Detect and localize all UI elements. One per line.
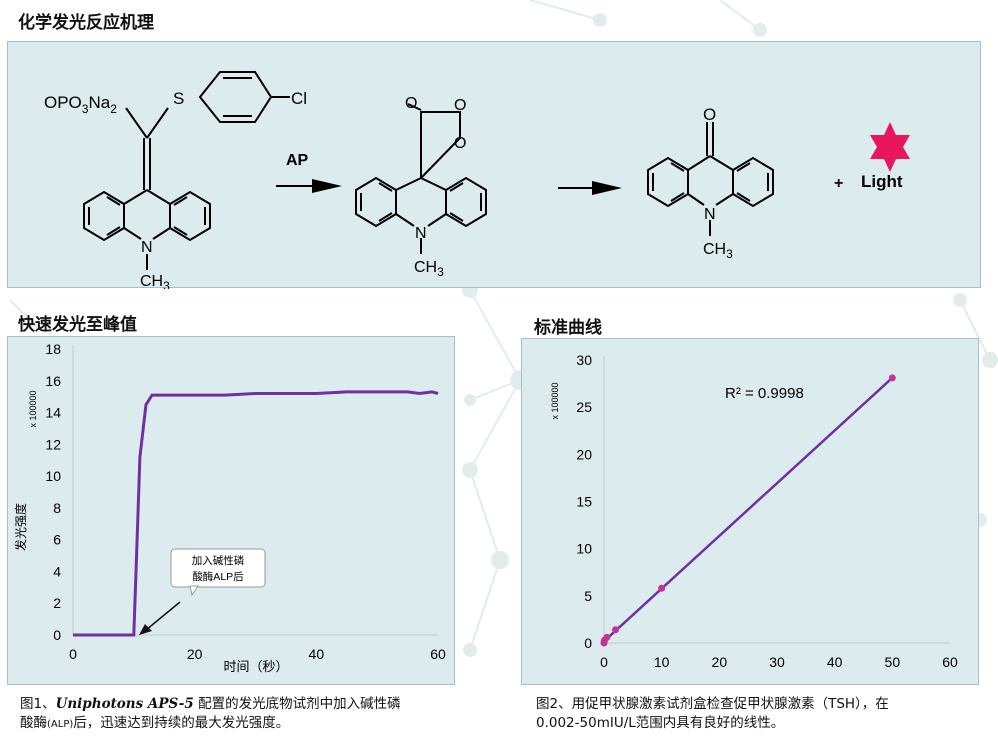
caption1-prefix: 图1、 (20, 696, 56, 712)
x-tick-label: 50 (885, 654, 901, 670)
dioxetane-o1: O (405, 95, 417, 112)
kinetics-chart: 0 2 4 6 8 10 12 14 16 18 0 20 40 60 x 100000 发光强度 时间（… (13, 341, 446, 674)
caption1-mid: 配置的发光底物试剂中加入碱性磷 (193, 696, 401, 712)
standard-panel: 0 5 10 15 20 25 30 0 10 20 30 40 50 60 x 100000 R² = … (521, 338, 979, 685)
caption1-line2a: 酸酶 (20, 715, 47, 731)
data-point (612, 626, 620, 634)
y-tick-label: 14 (45, 405, 61, 421)
y-tick-label: 25 (576, 399, 592, 415)
mechanism-diagram: OPO3Na2 S Cl N CH3 AP O O O N CH3 (44, 71, 910, 293)
acridone-structure (647, 122, 774, 236)
x-tick-label: 10 (654, 654, 670, 670)
y-tick-label: 0 (53, 627, 61, 643)
x-tick-label: 60 (430, 646, 446, 662)
y-tick-label: 8 (53, 500, 61, 516)
data-point (888, 374, 896, 382)
caption2-line2: 0.002-50mIU/L范围内具有良好的线性。 (536, 715, 785, 731)
y-tick-label: 15 (576, 494, 592, 510)
y-tick-label: 20 (576, 446, 592, 462)
dioxetane-nitrogen: N (415, 225, 427, 242)
x-tick-label: 30 (769, 654, 785, 670)
kinetics-series-line (73, 390, 439, 637)
kinetics-panel: 0 2 4 6 8 10 12 14 16 18 0 20 40 60 x 100000 发光强度 时间（… (7, 336, 455, 685)
annotation-line-1: 加入碱性磷 (192, 554, 245, 567)
methyl-label: CH3 (140, 273, 170, 289)
x-tick-label: 20 (712, 654, 728, 670)
sulfur-label: S (173, 89, 184, 108)
x-tick-label: 0 (69, 646, 77, 662)
dioxetane-structure (355, 103, 487, 254)
caption1-line2b: 后，迅速达到持续的最大发光强度。 (73, 715, 290, 731)
y-tick-label: 0 (584, 635, 592, 651)
standard-ticks: 0 5 10 15 20 25 30 0 10 20 30 40 50 60 (576, 352, 958, 670)
standard-title: 标准曲线 (534, 318, 602, 338)
acridone-methyl: CH3 (703, 241, 733, 261)
y-tick-label: 30 (576, 352, 592, 368)
mechanism-panel: OPO3Na2 S Cl N CH3 AP O O O N CH3 (7, 41, 981, 293)
annotation-arrowhead (139, 624, 152, 635)
kinetics-title: 快速发光至峰值 (18, 315, 137, 335)
dioxetane-o3: O (454, 135, 466, 152)
annotation-line-2: 酸酶ALP后 (192, 570, 243, 583)
caption2-line1: 图2、用促甲状腺激素试剂盒检查促甲状腺激素（TSH），在 (536, 696, 889, 712)
caption1-alp: (ALP) (47, 719, 74, 730)
annotation-callout-box (170, 548, 266, 588)
y-tick-label: 18 (45, 341, 61, 357)
mechanism-title: 化学发光反应机理 (18, 13, 154, 33)
light-label: Light (861, 172, 903, 191)
y-tick-label: 5 (584, 588, 592, 604)
x-tick-label: 60 (942, 654, 958, 670)
chlorine-label: Cl (291, 89, 307, 108)
standard-points (600, 374, 896, 647)
standard-caption: 图2、用促甲状腺激素试剂盒检查促甲状腺激素（TSH），在 0.002-50mIU… (536, 695, 986, 733)
standard-axes (603, 356, 950, 644)
substrate-structure (83, 71, 290, 270)
standard-trendline (603, 376, 894, 643)
x-tick-label: 40 (309, 646, 325, 662)
dioxetane-o2: O (454, 97, 466, 114)
r-squared-label: R² = 0.9998 (725, 385, 804, 402)
opo-label: OPO3Na2 (44, 93, 117, 116)
annotation-arrow (145, 601, 181, 631)
kinetics-ticks: 0 2 4 6 8 10 12 14 16 18 0 20 40 60 (45, 341, 446, 662)
kinetics-axes (72, 345, 438, 636)
data-point (658, 584, 666, 592)
ap-label: AP (286, 152, 309, 169)
kinetics-xlabel: 时间（秒） (223, 659, 288, 674)
y-tick-label: 10 (576, 541, 592, 557)
x-tick-label: 20 (187, 646, 203, 662)
nitrogen-label: N (141, 239, 153, 256)
kinetics-ylabel: 发光强度 (13, 503, 28, 551)
y-tick-label: 6 (53, 532, 61, 548)
caption1-brand: Uniphotons APS-5 (55, 696, 194, 712)
y-tick-label: 2 (53, 595, 61, 611)
annotation-callout-tail (189, 585, 199, 597)
x-tick-label: 0 (600, 654, 608, 670)
y-tick-label: 16 (45, 373, 61, 389)
kinetics-scale-note: x 100000 (28, 390, 38, 427)
standard-scale-note: x 100000 (550, 382, 560, 419)
arrowhead-1 (312, 179, 342, 193)
light-star-icon (870, 122, 910, 172)
data-point (603, 633, 611, 641)
arrowhead-2 (592, 181, 622, 195)
x-tick-label: 40 (827, 654, 843, 670)
plus-sign: + (834, 175, 843, 192)
y-tick-label: 10 (45, 468, 61, 484)
acridone-oxygen: O (703, 105, 716, 124)
y-tick-label: 12 (45, 436, 61, 452)
dioxetane-methyl: CH3 (414, 259, 444, 279)
acridone-nitrogen: N (704, 206, 716, 223)
y-tick-label: 4 (53, 563, 61, 579)
standard-chart: 0 5 10 15 20 25 30 0 10 20 30 40 50 60 x 100000 R² = … (550, 352, 958, 670)
kinetics-caption: 图1、Uniphotons APS-5 配置的发光底物试剂中加入碱性磷 酸酶(A… (20, 695, 460, 734)
